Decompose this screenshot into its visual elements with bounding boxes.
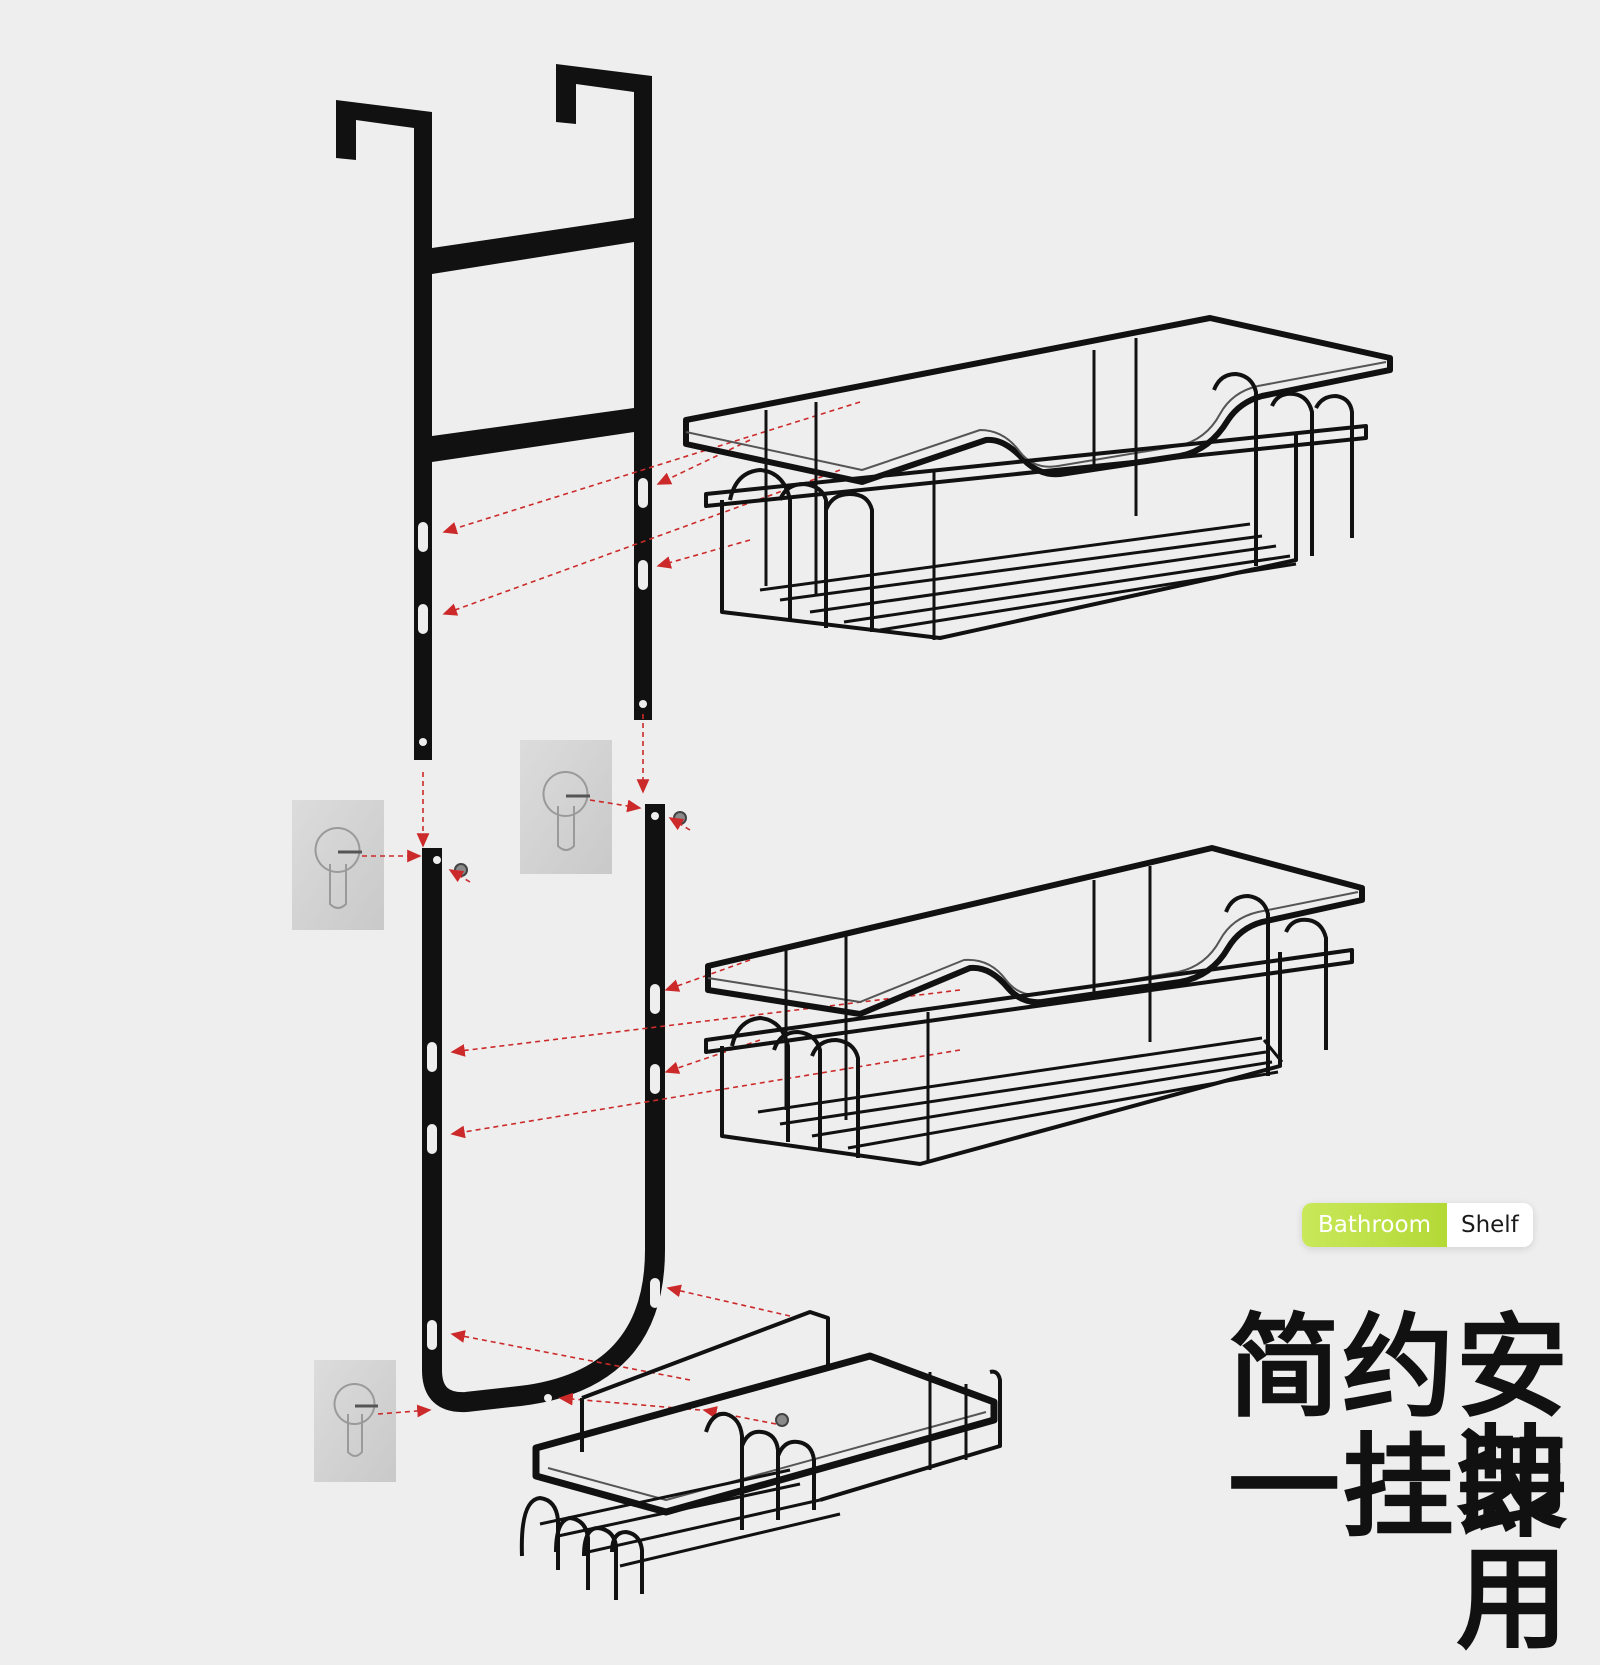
lower-frame-slots: [427, 812, 660, 1402]
lower-u-frame: [422, 804, 665, 1413]
product-badge: Bathroom Shelf: [1302, 1203, 1533, 1247]
assembly-arrows: [362, 401, 961, 1425]
adhesive-hook-3: [314, 1360, 396, 1482]
headline-line-2: 一挂即用: [1228, 1423, 1570, 1665]
upper-frame-slots: [418, 478, 648, 746]
bottom-tray: [519, 1310, 1002, 1600]
headline-line-1: 简约安装: [1228, 1303, 1570, 1545]
upper-frame: [336, 64, 652, 760]
badge-shelf: Shelf: [1446, 1203, 1533, 1247]
badge-bathroom: Bathroom: [1302, 1203, 1447, 1247]
wire-basket-middle: [704, 845, 1365, 1166]
adhesive-hook-2: [520, 740, 612, 874]
screw-icons: [454, 811, 789, 1427]
adhesive-hook-1: [292, 800, 384, 930]
wire-basket-top: [683, 315, 1393, 640]
installation-illustration: [292, 64, 1393, 1600]
